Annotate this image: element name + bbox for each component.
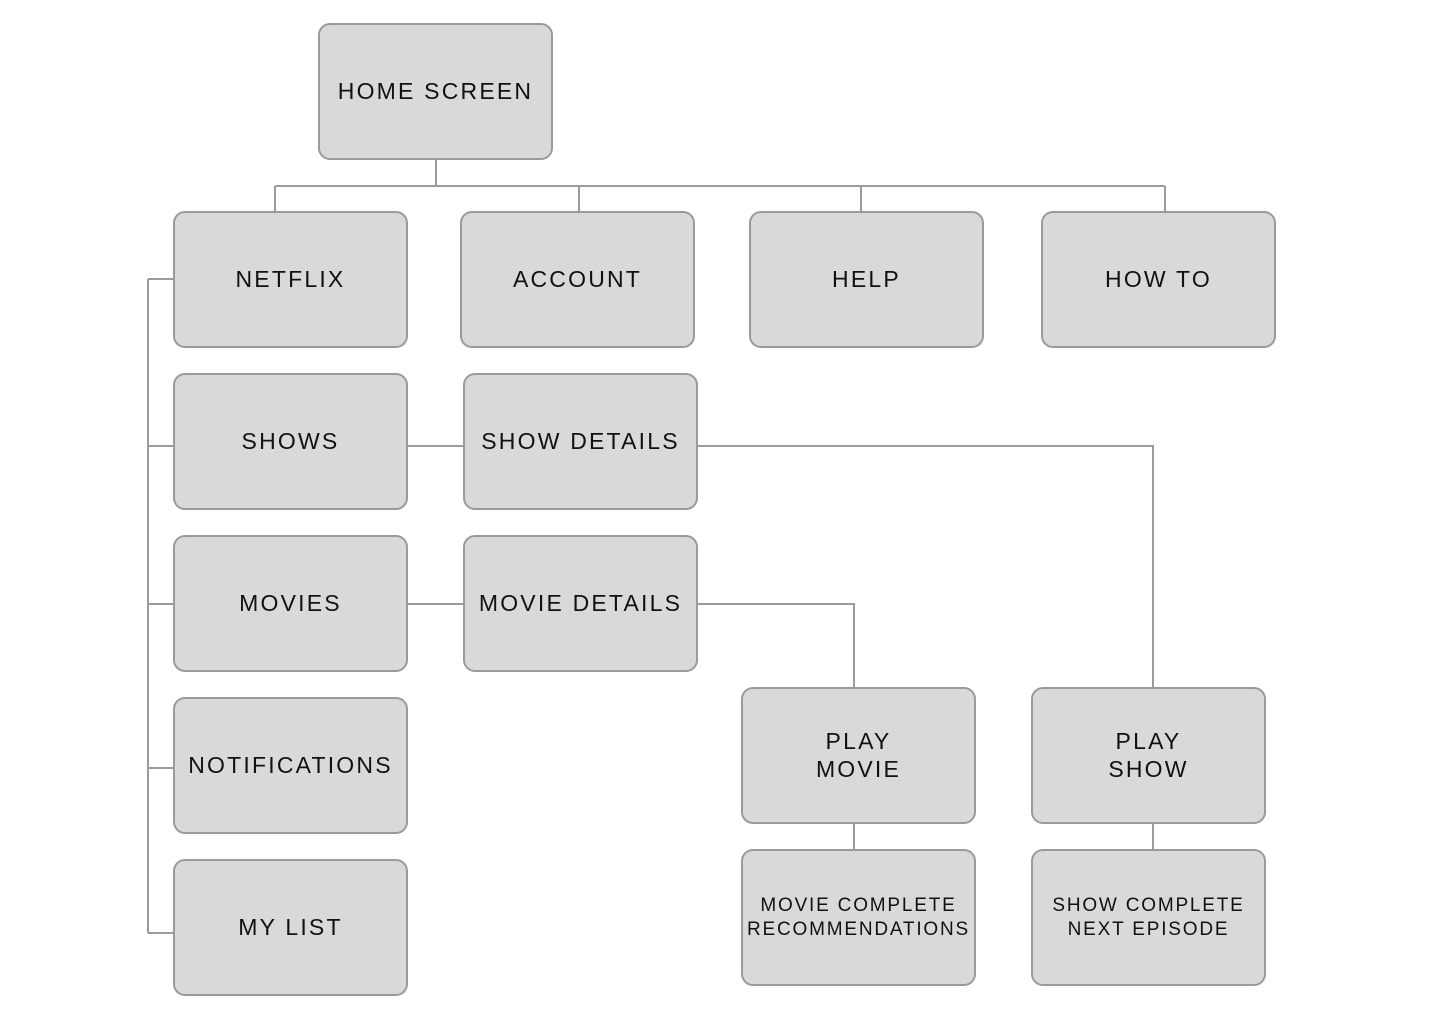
connector-movie-details-play xyxy=(697,603,855,687)
node-my-list: MY LIST xyxy=(173,859,408,996)
node-movie-complete-recommendations: MOVIE COMPLETE RECOMMENDATIONS xyxy=(741,849,976,986)
node-shows: SHOWS xyxy=(173,373,408,510)
node-netflix: NETFLIX xyxy=(173,211,408,348)
node-home-screen: HOME SCREEN xyxy=(318,23,553,160)
node-account: ACCOUNT xyxy=(460,211,695,348)
node-show-complete-next-episode: SHOW COMPLETE NEXT EPISODE xyxy=(1031,849,1266,986)
node-movies: MOVIES xyxy=(173,535,408,672)
node-movie-details: MOVIE DETAILS xyxy=(463,535,698,672)
node-play-show: PLAY SHOW xyxy=(1031,687,1266,824)
node-how-to: HOW TO xyxy=(1041,211,1276,348)
node-help: HELP xyxy=(749,211,984,348)
node-play-movie: PLAY MOVIE xyxy=(741,687,976,824)
node-notifications: NOTIFICATIONS xyxy=(173,697,408,834)
node-show-details: SHOW DETAILS xyxy=(463,373,698,510)
connector-show-details-play xyxy=(697,445,1154,687)
